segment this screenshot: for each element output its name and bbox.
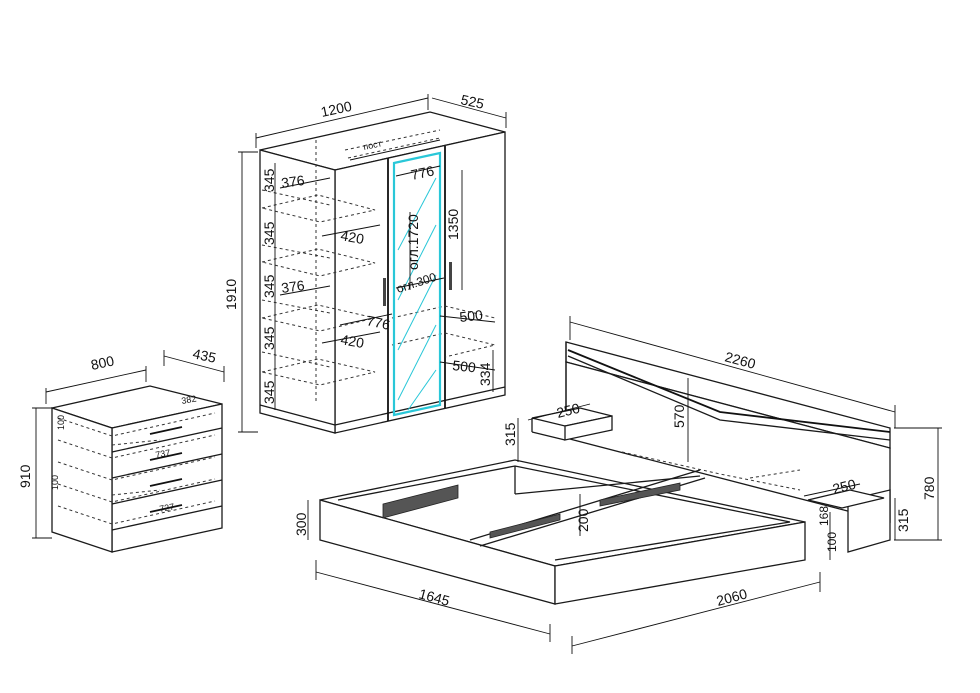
label-wardrobe-420-a: 420 xyxy=(339,227,365,247)
label-bed-frame-200: 200 xyxy=(575,508,591,532)
label-bed-frame-168: 168 xyxy=(817,506,831,526)
label-wardrobe-post: пост xyxy=(362,138,382,152)
label-wardrobe-height: 1910 xyxy=(223,279,239,310)
label-bed-width-1645: 1645 xyxy=(417,585,451,609)
label-wardrobe-420-b: 420 xyxy=(339,331,365,351)
label-chest-width: 800 xyxy=(89,352,115,373)
label-bed-frame-100: 100 xyxy=(825,532,839,552)
label-bed-nightstand-315-b: 315 xyxy=(895,508,911,532)
bed-labels: 2260 570 780 250 250 315 315 300 200 168… xyxy=(293,348,937,609)
wardrobe-dimensions xyxy=(238,94,507,433)
label-bed-nightstand-250-a: 250 xyxy=(555,400,582,421)
label-chest-drawer-727: 727 xyxy=(159,502,176,514)
bed-drawing xyxy=(319,341,891,605)
label-chest-drawer-100b: 100 xyxy=(50,475,60,490)
label-wardrobe-depth: 525 xyxy=(459,91,485,112)
label-chest-depth: 435 xyxy=(191,345,217,366)
label-wardrobe-345-3: 345 xyxy=(261,274,277,298)
label-wardrobe-776-mid: 776 xyxy=(365,312,391,333)
label-chest-drawer-382: 382 xyxy=(181,394,198,406)
label-wardrobe-776-top: 776 xyxy=(409,162,435,183)
label-bed-frame-300: 300 xyxy=(293,512,309,536)
wardrobe-labels: 1200 525 1910 пост 776 огл.1720 огл.300 … xyxy=(223,91,493,404)
label-bed-headboard-780: 780 xyxy=(921,476,937,500)
label-bed-headboard-570: 570 xyxy=(671,404,687,428)
label-bed-headboard-width: 2260 xyxy=(723,348,757,372)
chest-drawing xyxy=(49,385,223,553)
label-chest-height: 910 xyxy=(17,464,33,488)
label-bed-length-2060: 2060 xyxy=(715,585,749,609)
label-wardrobe-1350: 1350 xyxy=(445,209,461,240)
label-wardrobe-345-5: 345 xyxy=(261,380,277,404)
label-bed-nightstand-315-a: 315 xyxy=(502,422,518,446)
label-wardrobe-mirror-1720: огл.1720 xyxy=(405,214,421,270)
label-bed-nightstand-250-b: 250 xyxy=(831,476,858,497)
chest-labels: 800 435 910 382 100 100 737 727 xyxy=(17,345,218,514)
label-wardrobe-376-b: 376 xyxy=(280,277,306,296)
bed-dimensions xyxy=(307,316,942,654)
label-wardrobe-376-a: 376 xyxy=(280,172,306,191)
label-wardrobe-345-2: 345 xyxy=(261,221,277,245)
label-chest-drawer-737: 737 xyxy=(155,448,172,460)
label-wardrobe-width: 1200 xyxy=(319,98,353,120)
label-wardrobe-500-a: 500 xyxy=(459,307,484,325)
label-wardrobe-500-b: 500 xyxy=(452,357,477,375)
label-wardrobe-345-4: 345 xyxy=(261,326,277,350)
label-chest-drawer-100a: 100 xyxy=(56,415,66,430)
label-wardrobe-345-1: 345 xyxy=(261,168,277,192)
label-wardrobe-334: 334 xyxy=(477,362,493,386)
chest-dimensions xyxy=(32,350,225,539)
wardrobe-drawing xyxy=(259,111,506,434)
